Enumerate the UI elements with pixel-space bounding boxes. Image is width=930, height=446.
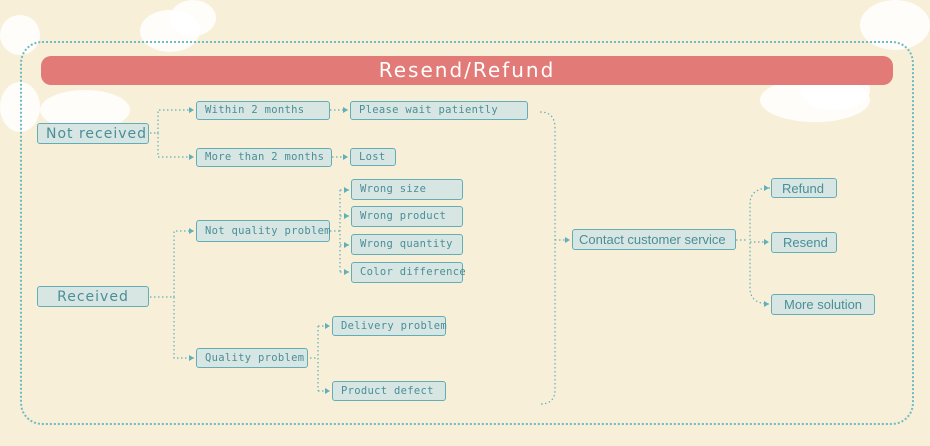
node-please-wait: Please wait patiently (350, 101, 528, 120)
cloud-decoration (170, 0, 216, 36)
node-wrong-size: Wrong size (351, 179, 463, 200)
node-refund: Refund (771, 178, 837, 198)
node-not-received: Not received (37, 123, 149, 144)
node-received: Received (37, 286, 149, 307)
node-delivery-problem: Delivery problem (332, 316, 447, 336)
node-within-2-months: Within 2 months (196, 101, 330, 120)
node-quality-problem: Quality problem (196, 348, 308, 368)
node-wrong-quantity: Wrong quantity (351, 234, 463, 255)
node-wrong-product: Wrong product (351, 206, 463, 227)
node-not-quality-problem: Not quality problem (196, 220, 331, 242)
node-color-difference: Color difference (351, 262, 466, 283)
node-product-defect: Product defect (332, 381, 446, 401)
node-more-than-2-months: More than 2 months (196, 148, 332, 167)
node-lost: Lost (350, 148, 396, 166)
node-resend: Resend (771, 232, 837, 253)
diagram-frame (20, 41, 914, 425)
title-banner: Resend/Refund (41, 56, 893, 85)
node-contact-customer-service: Contact customer service (572, 229, 736, 250)
node-more-solution: More solution (771, 294, 875, 315)
